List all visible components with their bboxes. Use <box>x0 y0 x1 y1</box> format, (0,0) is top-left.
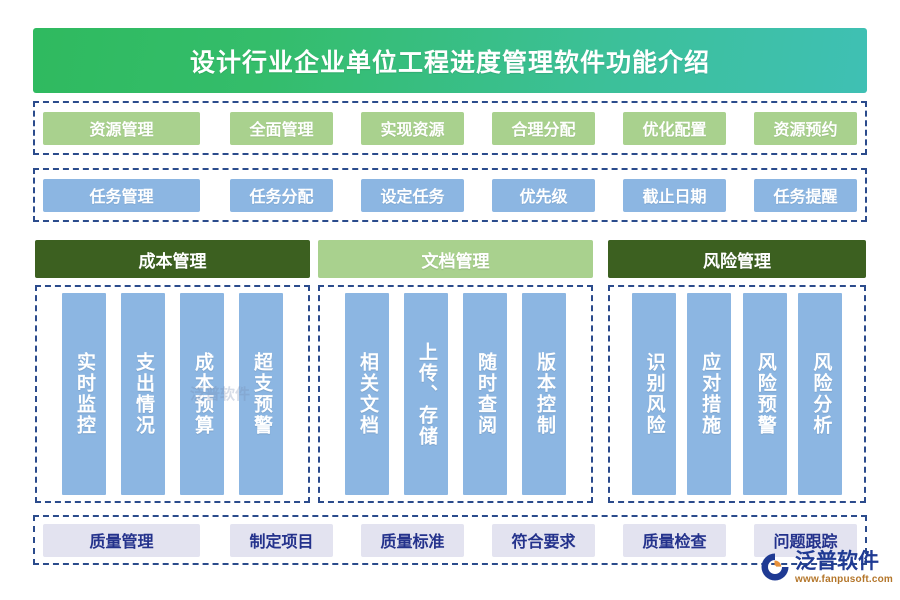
logo-website-url: www.fanpusoft.com <box>795 574 894 585</box>
pill-optimize-configuration[interactable]: 优化配置 <box>622 111 726 145</box>
cost-column-container: 实时监控 支出情况 成本预算 超支预警 <box>35 285 310 503</box>
section-header-cost[interactable]: 成本管理 <box>35 240 310 278</box>
bar-risk-warning[interactable]: 风险预警 <box>742 293 787 495</box>
logo-company-name: 泛普软件 <box>795 550 879 573</box>
pill-task-reminder[interactable]: 任务提醒 <box>753 178 857 212</box>
page-title-banner: 设计行业企业单位工程进度管理软件功能介绍 <box>33 28 867 93</box>
bar-overrun-alert[interactable]: 超支预警 <box>239 293 283 495</box>
pill-comprehensive-management[interactable]: 全面管理 <box>229 111 333 145</box>
task-row-container: 任务管理 任务分配 设定任务 优先级 截止日期 任务提醒 <box>33 168 867 222</box>
cost-bar-group: 实时监控 支出情况 成本预算 超支预警 <box>37 287 308 501</box>
fanpu-logo-icon <box>760 552 790 582</box>
pill-task-management[interactable]: 任务管理 <box>43 178 200 212</box>
pill-resource-reservation[interactable]: 资源预约 <box>753 111 857 145</box>
bar-version-control[interactable]: 版本控制 <box>522 293 566 495</box>
pill-priority[interactable]: 优先级 <box>491 178 595 212</box>
pill-meet-requirements[interactable]: 符合要求 <box>491 523 595 557</box>
pill-task-assignment[interactable]: 任务分配 <box>229 178 333 212</box>
pill-realize-resource[interactable]: 实现资源 <box>360 111 464 145</box>
pill-formulate-project[interactable]: 制定项目 <box>229 523 333 557</box>
section-header-document[interactable]: 文档管理 <box>318 240 593 278</box>
pill-issue-tracking[interactable]: 问题跟踪 <box>753 523 857 557</box>
quality-row-container: 质量管理 制定项目 质量标准 符合要求 质量检查 问题跟踪 <box>33 515 867 565</box>
risk-bar-group: 识别风险 应对措施 风险预警 风险分析 <box>610 287 864 501</box>
pill-quality-inspection[interactable]: 质量检查 <box>622 523 726 557</box>
document-bar-group: 相关文档 上传、存储 随时查阅 版本控制 <box>320 287 591 501</box>
pill-quality-standard[interactable]: 质量标准 <box>360 523 464 557</box>
resource-row-container: 资源管理 全面管理 实现资源 合理分配 优化配置 资源预约 <box>33 101 867 155</box>
pill-deadline[interactable]: 截止日期 <box>622 178 726 212</box>
bar-anytime-access[interactable]: 随时查阅 <box>463 293 507 495</box>
section-header-risk[interactable]: 风险管理 <box>608 240 866 278</box>
pill-set-task[interactable]: 设定任务 <box>360 178 464 212</box>
bar-cost-budget[interactable]: 成本预算 <box>180 293 224 495</box>
company-logo: 泛普软件 www.fanpusoft.com <box>760 551 895 595</box>
bar-related-documents[interactable]: 相关文档 <box>345 293 389 495</box>
bar-risk-analysis[interactable]: 风险分析 <box>798 293 843 495</box>
quality-row: 质量管理 制定项目 质量标准 符合要求 质量检查 问题跟踪 <box>35 517 865 563</box>
bar-identify-risk[interactable]: 识别风险 <box>631 293 676 495</box>
task-row: 任务管理 任务分配 设定任务 优先级 截止日期 任务提醒 <box>35 170 865 220</box>
page-title: 设计行业企业单位工程进度管理软件功能介绍 <box>189 48 710 77</box>
bar-expenditure-status[interactable]: 支出情况 <box>121 293 165 495</box>
logo-text-block: 泛普软件 www.fanpusoft.com <box>795 551 893 585</box>
risk-column-container: 识别风险 应对措施 风险预警 风险分析 <box>608 285 866 503</box>
document-column-container: 相关文档 上传、存储 随时查阅 版本控制 <box>318 285 593 503</box>
bar-realtime-monitoring[interactable]: 实时监控 <box>62 293 106 495</box>
bar-response-measures[interactable]: 应对措施 <box>687 293 732 495</box>
pill-reasonable-allocation[interactable]: 合理分配 <box>491 111 595 145</box>
bar-upload-storage[interactable]: 上传、存储 <box>404 293 448 495</box>
pill-quality-management[interactable]: 质量管理 <box>43 523 200 557</box>
resource-row: 资源管理 全面管理 实现资源 合理分配 优化配置 资源预约 <box>35 103 865 153</box>
pill-resource-management[interactable]: 资源管理 <box>43 111 200 145</box>
